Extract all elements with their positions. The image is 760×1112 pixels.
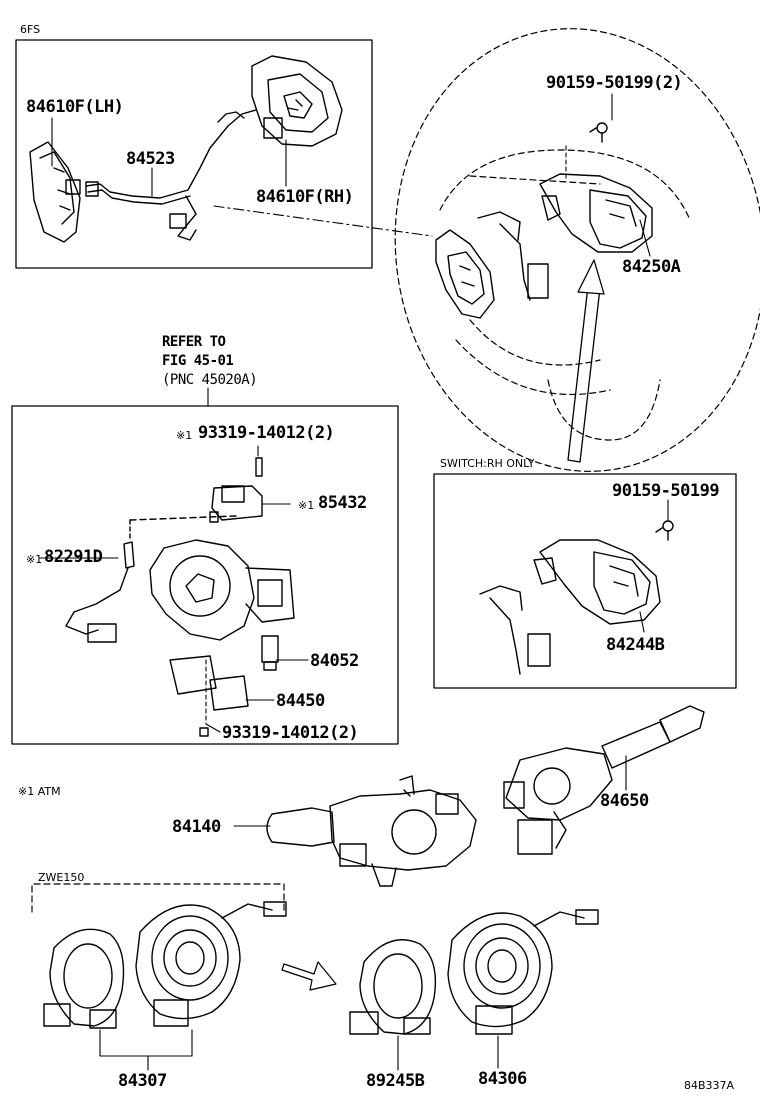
steering-wheel-outline — [394, 28, 760, 472]
leader-lines-switch-rh — [639, 499, 669, 633]
atm-mark-3: ※1 — [26, 553, 43, 566]
leader-lines-6fs — [51, 117, 287, 197]
turn-signal-switch-drawing — [266, 775, 477, 887]
label-84450[interactable]: 84450 — [276, 691, 325, 711]
label-84610F-LH[interactable]: 84610F(LH) — [26, 97, 124, 117]
spiral-cable-right-drawing — [349, 909, 599, 1035]
label-89245B[interactable]: 89245B — [366, 1071, 425, 1091]
label-90159-50199-2[interactable]: 90159-50199(2) — [546, 73, 683, 93]
atm-mark-2: ※1 — [298, 499, 315, 512]
label-switch-rh-only: SWITCH:RH ONLY — [440, 457, 535, 470]
switch-rh-6fs-drawing — [251, 55, 343, 147]
label-84523[interactable]: 84523 — [126, 149, 175, 169]
label-84140[interactable]: 84140 — [172, 817, 221, 837]
label-84610F-RH[interactable]: 84610F(RH) — [256, 187, 354, 207]
dash-link-6fs-to-wheel — [213, 205, 433, 237]
label-84306[interactable]: 84306 — [478, 1069, 527, 1089]
spiral-cable-left-drawing — [43, 901, 287, 1029]
wiper-switch-drawing — [503, 705, 705, 855]
arrow-to-wheel — [567, 259, 605, 463]
leader-lines-stalks — [233, 755, 627, 827]
wheel-switches-drawing — [435, 122, 653, 319]
combination-switch-drawing — [65, 457, 295, 737]
label-90159-50199[interactable]: 90159-50199 — [612, 481, 720, 501]
label-fig-45-01[interactable]: FIG 45-01 — [162, 353, 234, 369]
label-85432[interactable]: 85432 — [318, 493, 367, 513]
hollow-arrow — [281, 961, 337, 991]
group-box-6fs — [15, 39, 373, 269]
group-box-combination — [11, 405, 399, 745]
label-84244B[interactable]: 84244B — [606, 635, 665, 655]
harness-84523-drawing — [85, 109, 257, 241]
label-zwe150: ZWE150 — [38, 871, 85, 884]
atm-mark-1: ※1 — [176, 429, 193, 442]
leader-lines-combination — [39, 445, 309, 733]
label-93319-14012-bottom[interactable]: 93319-14012(2) — [222, 723, 359, 743]
diagram-code: 84B337A — [684, 1079, 735, 1092]
label-84250A[interactable]: 84250A — [622, 257, 681, 277]
label-82291D[interactable]: 82291D — [44, 547, 103, 567]
label-refer-to: REFER TO — [162, 334, 226, 350]
code-6fs: 6FS — [20, 23, 41, 36]
note-atm: ※1 ATM — [18, 785, 61, 798]
group-box-switch-rh — [433, 473, 737, 689]
label-93319-14012-top[interactable]: 93319-14012(2) — [198, 423, 335, 443]
leader-lines-spiral — [99, 1029, 499, 1071]
leader-lines-wheel — [565, 93, 651, 257]
switch-lh-drawing — [29, 141, 81, 243]
switch-rh-only-drawing — [479, 520, 674, 675]
label-pnc: (PNC 45020A) — [162, 372, 258, 388]
label-84052[interactable]: 84052 — [310, 651, 359, 671]
bracket-zwe150 — [31, 883, 285, 913]
label-84307[interactable]: 84307 — [118, 1071, 167, 1091]
label-84650[interactable]: 84650 — [600, 791, 649, 811]
